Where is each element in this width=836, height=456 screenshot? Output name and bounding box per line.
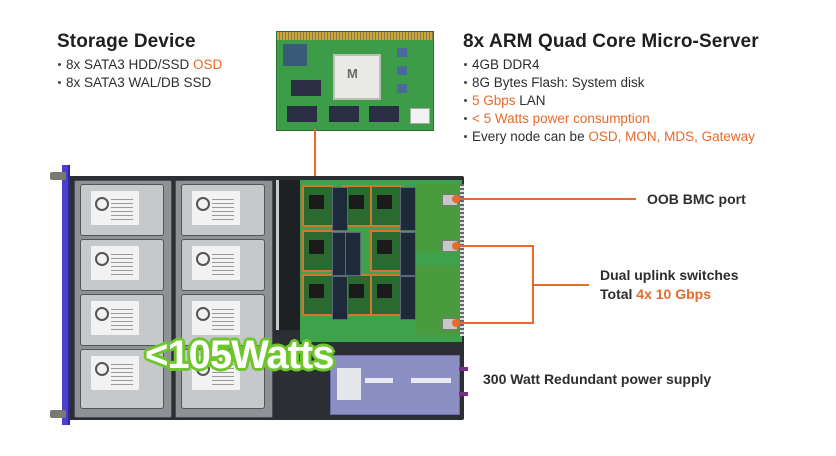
- hard-drive: [181, 294, 265, 346]
- bullet-icon: [464, 98, 467, 102]
- component: [397, 66, 407, 75]
- microserver-board-image: [276, 31, 434, 131]
- dual-uplink-label: Dual uplink switches Total 4x 10 Gbps: [600, 267, 739, 302]
- compute-module-1: [302, 185, 334, 227]
- m2-ssd: [400, 276, 416, 320]
- power-connector: [410, 108, 430, 124]
- storage-bullet-osd: 8x SATA3 HDD/SSD OSD: [57, 56, 222, 74]
- spec-flash: 8G Bytes Flash: System disk: [463, 74, 755, 92]
- callout-line-oob: [456, 198, 636, 200]
- microserver-title: 8x ARM Quad Core Micro-Server: [463, 31, 759, 52]
- callout-line-microserver: [314, 129, 316, 185]
- power-supply-unit: [330, 355, 460, 415]
- callout-line-uplink-1: [456, 245, 533, 247]
- spec-lan: 5 Gbps LAN: [463, 92, 755, 110]
- bullet-icon: [464, 134, 467, 138]
- bullet-icon: [464, 116, 467, 120]
- m2-ssd: [332, 276, 348, 320]
- microserver-spec-list: 4GB DDR4 8G Bytes Flash: System disk 5 G…: [463, 56, 755, 146]
- dram-chip: [287, 106, 317, 122]
- compute-module-8: [370, 274, 402, 316]
- psu-label-sticker: [337, 368, 361, 400]
- psu-slot: [411, 378, 451, 383]
- hard-drive: [181, 184, 265, 236]
- chip: [283, 44, 307, 66]
- rack-ear-bottom: [50, 410, 66, 418]
- callout-line-uplink-out: [533, 284, 589, 286]
- dram-chip: [369, 106, 399, 122]
- soc-chip: [333, 54, 381, 100]
- storage-device-list: 8x SATA3 HDD/SSD OSD 8x SATA3 WAL/DB SSD: [57, 56, 222, 92]
- hard-drive: [80, 184, 164, 236]
- bullet-icon: [58, 80, 61, 84]
- storage-bullet-wal: 8x SATA3 WAL/DB SSD: [57, 74, 222, 92]
- oob-bmc-port-label: OOB BMC port: [647, 191, 746, 207]
- storage-device-title: Storage Device: [57, 31, 196, 52]
- fan-column: [276, 180, 303, 330]
- psu-latch: [459, 392, 468, 396]
- bullet-icon: [464, 80, 467, 84]
- m2-ssd: [345, 232, 361, 276]
- power-consumption-badge: <105Watts: [145, 333, 334, 377]
- psu-latch: [459, 367, 468, 371]
- rear-io-strip: [460, 184, 464, 336]
- psu-label: 300 Watt Redundant power supply: [483, 371, 712, 387]
- spec-power: < 5 Watts power consumption: [463, 110, 755, 128]
- hard-drive: [80, 294, 164, 346]
- rack-ear-top: [50, 172, 66, 180]
- edge-connector: [277, 32, 433, 40]
- dram-chip: [329, 106, 359, 122]
- hard-drive: [80, 349, 164, 409]
- m2-ssd: [400, 232, 416, 276]
- dram-chip: [291, 80, 321, 96]
- front-panel-rail: [62, 165, 70, 425]
- compute-module-5: [370, 230, 402, 272]
- compute-module-3: [370, 185, 402, 227]
- psu-slot: [365, 378, 393, 383]
- bullet-icon: [58, 62, 61, 66]
- m2-ssd: [332, 187, 348, 231]
- callout-line-uplink-2: [456, 322, 533, 324]
- m2-ssd: [400, 187, 416, 231]
- hard-drive: [181, 239, 265, 291]
- component: [397, 48, 407, 57]
- hard-drive: [181, 349, 265, 409]
- component: [397, 84, 407, 93]
- compute-module-6: [302, 274, 334, 316]
- spec-roles: Every node can be OSD, MON, MDS, Gateway: [463, 128, 755, 146]
- spec-ram: 4GB DDR4: [463, 56, 755, 74]
- compute-module-4: [302, 230, 334, 272]
- hard-drive: [80, 239, 164, 291]
- bullet-icon: [464, 62, 467, 66]
